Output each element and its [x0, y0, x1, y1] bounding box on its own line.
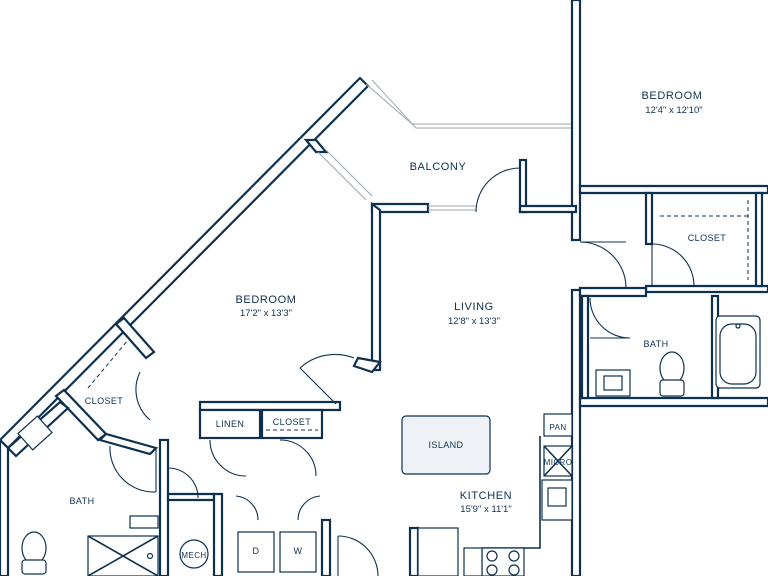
- pantry-label: PAN: [549, 423, 566, 432]
- room-dims-bedroom-right: 12'4" x 12'10": [645, 105, 702, 116]
- room-label-linen: LINEN: [216, 419, 245, 429]
- closet-mid-door-swing: [279, 439, 317, 477]
- washer: [279, 531, 317, 573]
- right-closet-bottom-wall: [644, 284, 768, 294]
- labels: BEDROOM 12'4" x 12'10" BALCONY CLOSET BA…: [70, 90, 727, 560]
- balcony-door-swing: [475, 167, 521, 213]
- kitchen-island: [401, 415, 491, 475]
- laundry-door-swing-left: [235, 495, 259, 521]
- fixtures: [17, 315, 761, 576]
- left-closet-wall: [54, 388, 108, 442]
- mech-label: MECH: [181, 551, 206, 560]
- left-bath-door-swing: [109, 445, 157, 493]
- closet-mid-box: [260, 408, 324, 440]
- room-label-closet-mid: CLOSET: [273, 417, 312, 427]
- kitchen-left-wall: [408, 526, 420, 576]
- balcony-bottom-wall-right: [518, 158, 528, 214]
- bedroom-closet-diag: [114, 316, 156, 360]
- room-label-bath-right: BATH: [644, 339, 669, 349]
- bedroom-door-swing: [299, 353, 355, 369]
- linen-door-swing: [209, 439, 247, 477]
- left-closet-door-swing: [135, 371, 151, 421]
- room-label-balcony: BALCONY: [410, 161, 467, 173]
- room-label-closet-right: CLOSET: [688, 233, 727, 243]
- closet-rod-left: [87, 339, 129, 389]
- room-label-bedroom-main: BEDROOM: [235, 294, 296, 306]
- bath-left-right-wall: [158, 438, 170, 576]
- balcony-rail: [365, 83, 574, 125]
- diagonal-exterior-wall: [0, 76, 370, 450]
- right-closet-left-wall: [644, 191, 654, 246]
- laundry-door-swing-right: [297, 495, 321, 521]
- washer-label: W: [294, 546, 303, 556]
- balcony-rail-inner: [371, 79, 574, 129]
- room-label-bedroom-right: BEDROOM: [641, 90, 702, 102]
- doors: [109, 167, 695, 576]
- right-bath-toilet: [659, 351, 685, 385]
- bath-right-top-wall: [578, 286, 648, 298]
- laundry-wall-left: [212, 492, 224, 576]
- dryer-label: D: [253, 546, 260, 556]
- balcony-bedroom-divider: [303, 138, 329, 154]
- right-closet-right-wall: [754, 191, 764, 288]
- bedroom-bottom-wall-diag: [97, 432, 159, 456]
- laundry-wall-right: [320, 518, 332, 576]
- room-dims-living: 12'8" x 13'3": [448, 316, 500, 327]
- left-bath-toilet: [21, 531, 47, 565]
- right-bedroom-bottom-wall: [578, 184, 768, 195]
- living-to-bath-door-swing: [579, 241, 627, 289]
- room-label-bath-left: BATH: [70, 496, 95, 506]
- room-label-living: LIVING: [454, 301, 494, 313]
- mech-unit: [179, 539, 209, 569]
- bedroom-bottom-wall: [198, 400, 342, 412]
- living-bedroom-wall-cap: [352, 356, 383, 374]
- micro-label: MICRO: [544, 458, 573, 467]
- living-right-wall: [570, 288, 582, 576]
- living-bedroom-wall: [370, 201, 382, 372]
- left-bath-sink: [17, 415, 53, 451]
- right-bedroom-left-wall: [570, 0, 582, 242]
- room-dims-kitchen: 15'9" x 11'1": [460, 504, 511, 515]
- mech-door-swing: [167, 467, 199, 499]
- room-label-closet-left: CLOSET: [85, 396, 124, 406]
- mech-wall-top: [166, 492, 216, 502]
- dryer: [237, 531, 275, 573]
- right-closet-door-swing: [651, 243, 695, 287]
- entry-door-swing: [337, 535, 379, 576]
- bath-right-left-wall: [580, 294, 590, 400]
- room-dims-bedroom-main: 17'2" x 13'3": [240, 308, 292, 319]
- right-bath-door-swing: [589, 297, 631, 339]
- pantry: [543, 413, 573, 437]
- bath-right-bottom-wall: [578, 396, 768, 408]
- kitchen-sink-cabinet: [417, 527, 459, 576]
- island-label: ISLAND: [429, 440, 464, 450]
- linen-box: [198, 408, 262, 440]
- left-exterior-wall: [0, 438, 10, 576]
- balcony-bottom-wall-right2: [518, 204, 578, 214]
- room-label-kitchen: KITCHEN: [460, 490, 512, 502]
